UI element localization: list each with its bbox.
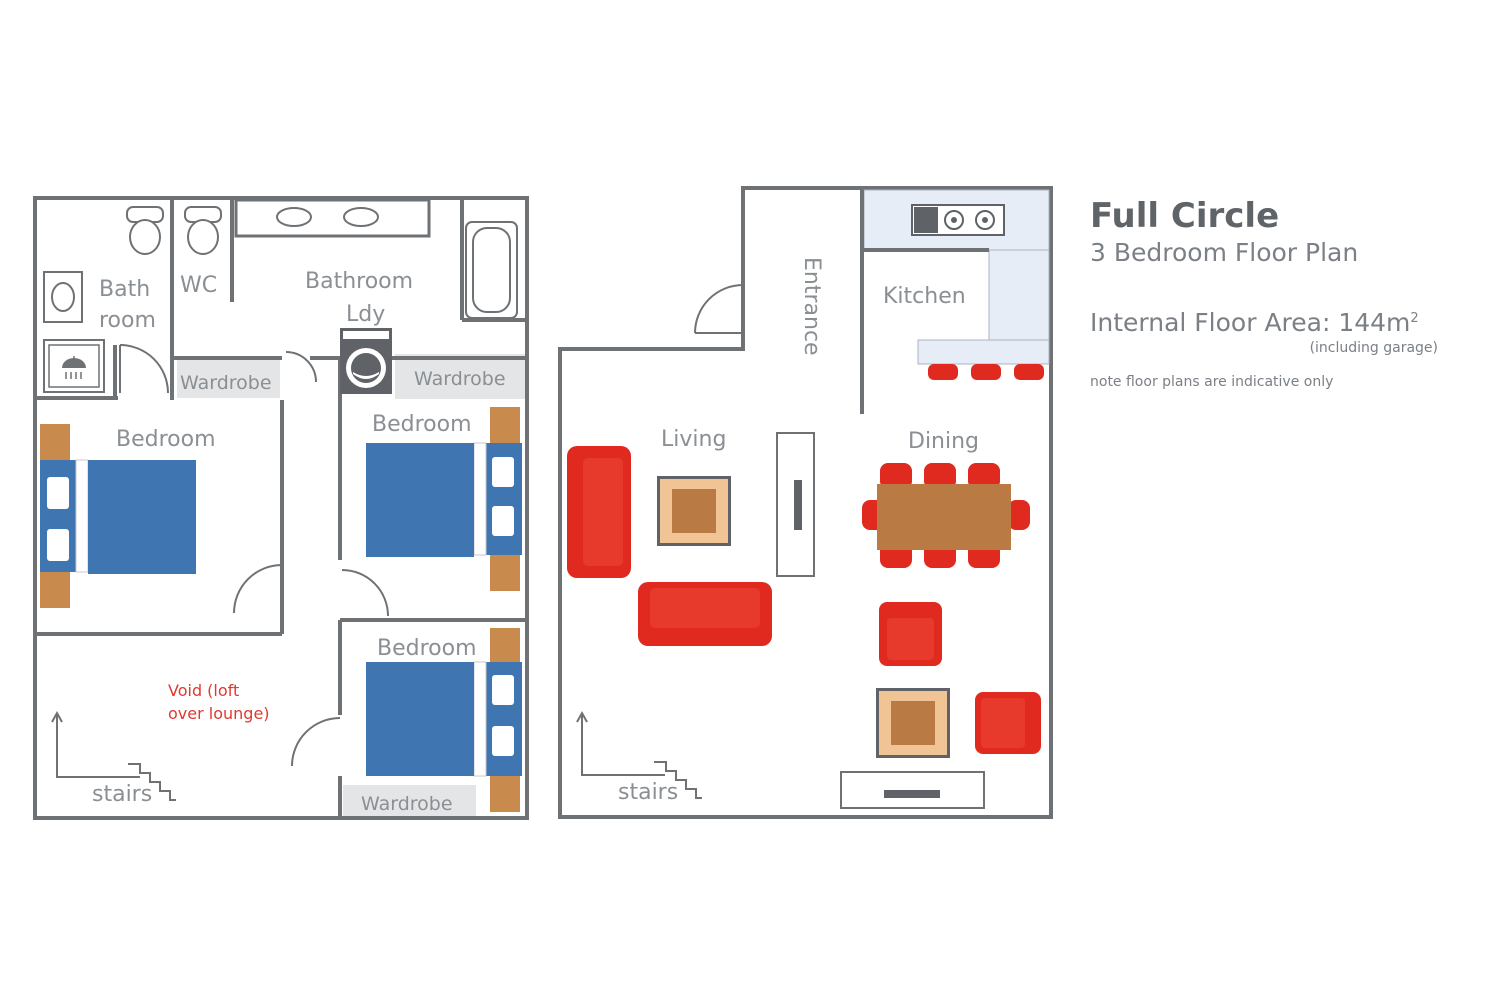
vanity-bench: [234, 198, 431, 238]
bed-left: [40, 424, 196, 608]
bath-room-label: room: [99, 308, 156, 333]
side-table: [876, 688, 950, 758]
bath-room-label: Bath: [99, 277, 150, 302]
bedroom-label: Bedroom: [377, 636, 477, 661]
living-label: Living: [661, 427, 726, 452]
dining-label: Dining: [908, 429, 979, 454]
toilet-icon: [184, 206, 222, 255]
plan-subtitle: 3 Bedroom Floor Plan: [1090, 238, 1359, 267]
sofa-vertical: [567, 446, 631, 578]
floor-area-label: Internal Floor Area: 144m: [1090, 308, 1411, 337]
coffee-table: [657, 476, 731, 546]
stairs-label: stairs: [618, 780, 678, 805]
kitchen-label: Kitchen: [883, 284, 966, 309]
bathroom-label: Bathroom: [305, 269, 413, 294]
wardrobe-right: [395, 354, 525, 399]
ground-stairs-icon: [576, 710, 702, 799]
upper-floor-plan: Bath room WC Bathroom Ldy Wardrobe Wardr…: [33, 196, 529, 820]
kitchen-island: [917, 339, 1050, 365]
plan-title: Full Circle: [1090, 196, 1280, 236]
cooktop-sink-icon: [911, 204, 1005, 236]
disclaimer-note: note floor plans are indicative only: [1090, 374, 1334, 390]
void-label: over lounge): [168, 704, 270, 723]
wardrobe-label: Wardrobe: [414, 368, 506, 390]
sink-icon: [343, 207, 379, 227]
entry-door: [694, 284, 744, 334]
wardrobe-bottom: [343, 785, 476, 816]
sink-icon: [276, 207, 312, 227]
sofa-horizontal: [638, 582, 772, 646]
upper-doors: [119, 344, 389, 767]
bedroom-label: Bedroom: [372, 412, 472, 437]
upper-stairs-icon: [51, 710, 176, 801]
floor-area-note: (including garage): [1309, 340, 1438, 356]
entrance-label: Entrance: [799, 257, 824, 356]
bedroom-label: Bedroom: [116, 427, 216, 452]
wardrobe-label: Wardrobe: [361, 793, 453, 815]
toilet-icon: [126, 206, 164, 255]
bed-bottom: [366, 628, 522, 812]
plan-info: Full Circle 3 Bedroom Floor Plan Interna…: [1090, 196, 1438, 390]
dining-table: [877, 484, 1011, 550]
armchair: [879, 602, 942, 666]
wardrobe-left: [177, 360, 280, 398]
void-label: Void (loft: [168, 681, 239, 700]
bed-right: [366, 407, 522, 591]
wardrobe-label: Wardrobe: [180, 372, 272, 394]
wc-label: WC: [180, 273, 217, 298]
laundry-label: Ldy: [346, 302, 385, 327]
armchair: [975, 692, 1041, 754]
floor-area-unit-superscript: 2: [1410, 311, 1419, 326]
stairs-label: stairs: [92, 782, 152, 807]
floor-area: Internal Floor Area: 144m2: [1090, 308, 1438, 338]
ground-floor-plan: Entrance Kitchen Living Dining stairs: [558, 186, 1053, 819]
ground-interior-walls: [860, 190, 989, 414]
bar-stools: [928, 364, 1044, 380]
kitchen-bench-side: [988, 249, 1050, 341]
